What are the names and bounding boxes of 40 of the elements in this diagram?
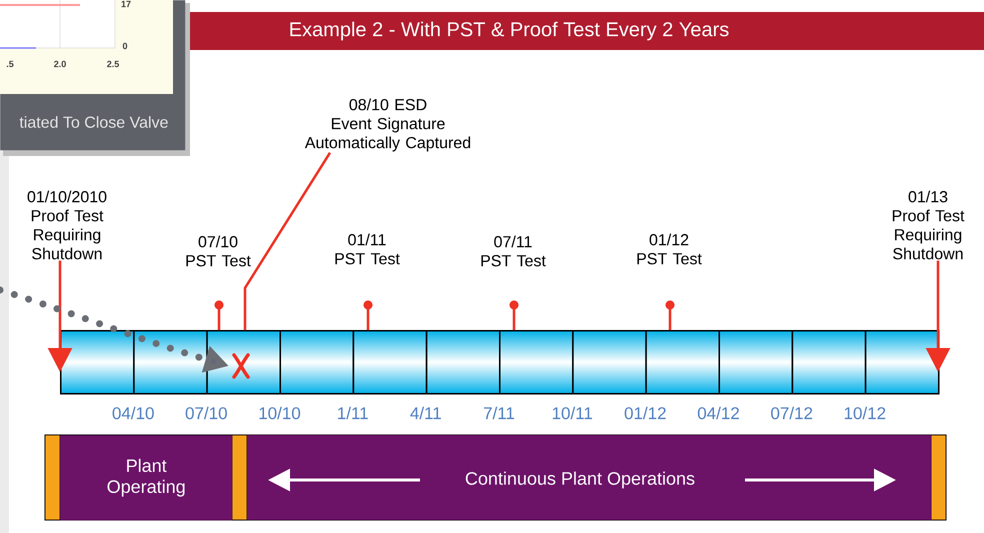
- axis-tick-label: .5: [6, 60, 14, 68]
- date-tick-label: 04/12: [698, 406, 739, 420]
- timeline-segment: [718, 330, 794, 394]
- date-tick-label: 1/11: [338, 406, 368, 420]
- event-label: 08/10 ESD Event Signature Automatically Captured: [304, 98, 470, 152]
- timeline-segment: [352, 330, 428, 394]
- date-tick-label: 04/10: [112, 406, 154, 420]
- timeline-segment: [864, 330, 940, 394]
- axis-tick-label: 17: [122, 0, 131, 8]
- date-tick-label: 7/11: [484, 406, 514, 420]
- axis-tick-label: 0: [122, 42, 128, 50]
- timeline-segment: [572, 330, 647, 394]
- date-tick-label: 10/10: [260, 406, 300, 420]
- event-label: 01/13 Proof Test Requiring Shutdown: [892, 190, 964, 260]
- timeline-segment: [499, 330, 574, 394]
- timeline-segment: [792, 330, 866, 394]
- timeline-segment: [426, 330, 500, 394]
- test-label: 07/11 PST Test: [481, 236, 546, 266]
- date-tick-label: 4/11: [410, 406, 441, 420]
- date-tick-label: 10/12: [844, 406, 886, 420]
- timeline-segment: [133, 330, 208, 394]
- date-tick-label: 07/10: [186, 406, 227, 420]
- timeline-segment: [645, 330, 720, 394]
- cross-mark: [232, 353, 250, 379]
- test-label: 01/12 PST Test: [637, 234, 702, 264]
- axis-tick-label: 2.0: [54, 60, 66, 68]
- phase-box: Plant Operating: [60, 435, 232, 520]
- test-label: 07/10 PST Test: [186, 236, 251, 266]
- test-label: 01/11 PST Test: [335, 234, 400, 264]
- timeline-segment: [206, 330, 281, 394]
- date-tick-label: 10/11: [552, 406, 592, 420]
- timeline-segment: [60, 330, 135, 394]
- axis-tick-label: 2.5: [107, 60, 119, 68]
- date-tick-label: 01/12: [624, 406, 666, 420]
- event-label: 01/10/2010 Proof Test Requiring Shutdown: [28, 190, 106, 260]
- phase-box: Continuous Plant Operations: [247, 435, 932, 520]
- timeline-segment: [280, 330, 354, 394]
- date-tick-label: 07/12: [771, 406, 812, 420]
- leader-line: [244, 152, 332, 330]
- title-banner: Example 2 - With PST & Proof Test Every 2 Years: [190, 12, 984, 50]
